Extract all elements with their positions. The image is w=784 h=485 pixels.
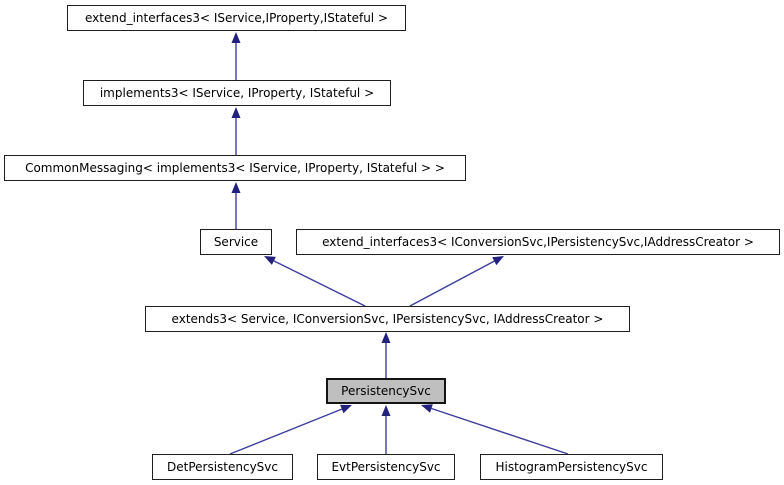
class-node-extend-interfaces3-ifaces[interactable]: extend_interfaces3< IService,IProperty,I… [67, 5, 406, 31]
inheritance-edge-common_messaging-to-implements3 [231, 107, 241, 155]
inheritance-edge-persistency_svc-to-extends3 [381, 332, 391, 378]
inheritance-edge-evt_persistency_svc-to-persistency_svc [381, 405, 391, 454]
inheritance-edge-extends3-to-service [264, 256, 366, 307]
class-node-evt-persistency-svc[interactable]: EvtPersistencySvc [317, 454, 455, 480]
inheritance-edge-det_persistency_svc-to-persistency_svc [229, 404, 352, 455]
inheritance-edge-histogram_persistency_svc-to-persistency_svc [421, 404, 569, 455]
inheritance-edge-implements3-to-extend_interfaces3_ifaces [231, 32, 241, 80]
inheritance-edge-service-to-common_messaging [231, 182, 241, 229]
class-node-histogram-persistency-svc[interactable]: HistogramPersistencySvc [480, 454, 663, 480]
class-node-det-persistency-svc[interactable]: DetPersistencySvc [152, 454, 293, 480]
class-node-extend-interfaces3-svcs[interactable]: extend_interfaces3< IConversionSvc,IPers… [296, 229, 780, 255]
class-node-implements3[interactable]: implements3< IService, IProperty, IState… [83, 80, 391, 106]
inheritance-edge-extends3-to-extend_interfaces3_svcs [409, 256, 504, 307]
class-node-common-messaging[interactable]: CommonMessaging< implements3< IService, … [4, 155, 466, 181]
class-node-persistency-svc-current: PersistencySvc [326, 378, 446, 404]
class-node-extends3[interactable]: extends3< Service, IConversionSvc, IPers… [145, 306, 630, 332]
class-node-service[interactable]: Service [200, 229, 272, 255]
